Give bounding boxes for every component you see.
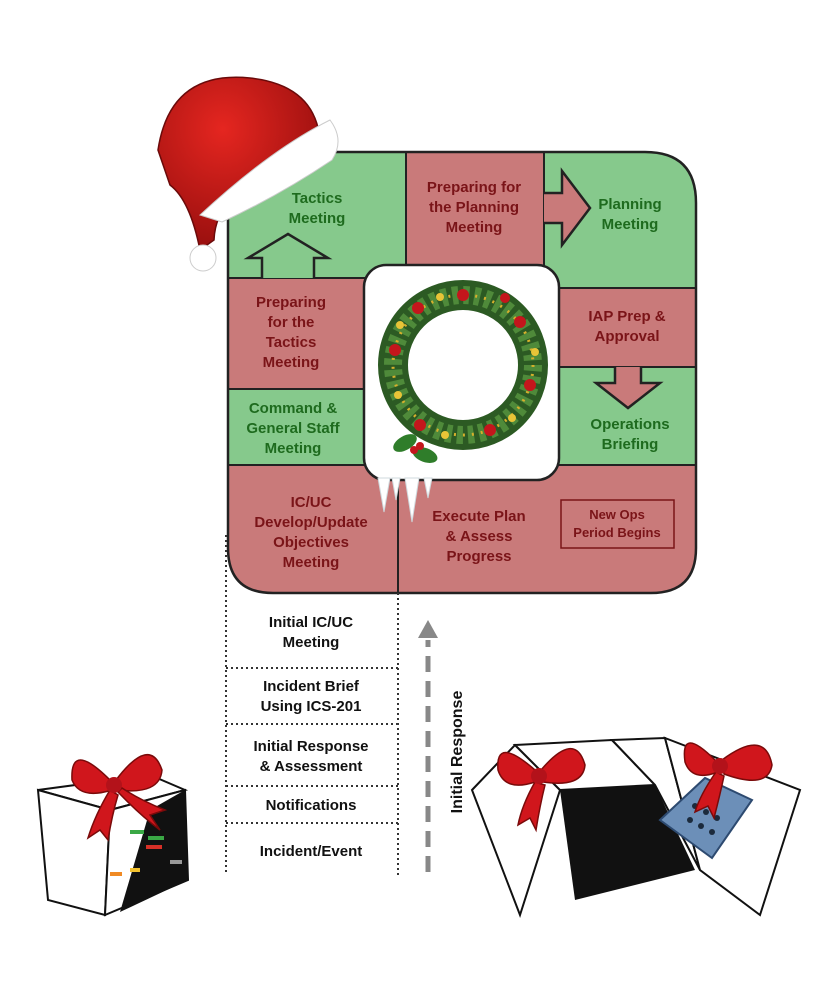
label-line: Preparing <box>256 294 326 311</box>
label-line: Operations <box>590 416 669 433</box>
label-line: Meeting <box>446 219 503 236</box>
new-ops-period-box <box>560 499 675 549</box>
label-line: Command & <box>249 400 338 417</box>
label-line: Execute Plan <box>432 508 525 525</box>
field-guide-book-icon <box>658 776 754 860</box>
right-arrow-icon <box>544 167 592 249</box>
label-line: Objectives <box>273 534 349 551</box>
up-arrow-icon <box>243 232 333 278</box>
label-line: Meeting <box>265 440 322 457</box>
gift-box-icon <box>470 736 802 919</box>
santa-hat-icon <box>157 76 339 272</box>
step-initial-meeting: Initial IC/UC Meeting <box>269 614 353 651</box>
label-line: Meeting <box>602 216 659 233</box>
label-line: Period Begins <box>573 525 660 540</box>
label-line: Develop/Update <box>254 514 367 531</box>
label-line: IC/UC <box>291 494 332 511</box>
gift-box-icon <box>36 753 190 917</box>
label-line: Tactics <box>292 190 343 207</box>
label-line: Meeting <box>289 210 346 227</box>
label-line: Initial Response <box>253 738 368 755</box>
label-line: Briefing <box>602 436 659 453</box>
label-line: Using ICS-201 <box>261 698 362 715</box>
wreath-panel <box>362 263 561 523</box>
label-line: Meeting <box>283 634 340 651</box>
step-initial-response: Initial Response & Assessment <box>253 738 368 775</box>
label-line: General Staff <box>246 420 340 437</box>
holly-icon <box>393 434 438 463</box>
label-line: Meeting <box>283 554 340 571</box>
up-arrow-icon <box>418 620 438 638</box>
label-line: Planning <box>598 196 661 213</box>
label-line: Progress <box>446 548 511 565</box>
label-line: Tactics <box>266 334 317 351</box>
label-line: Notifications <box>266 797 357 814</box>
label-line: IAP Prep & <box>588 308 665 325</box>
iap-prep-label: IAP Prep & Approval <box>588 308 665 345</box>
initial-response-ladder <box>225 535 399 875</box>
label-line: New Ops <box>589 507 645 522</box>
label-line: Incident/Event <box>260 843 363 860</box>
icicles-icon <box>377 477 433 523</box>
initial-response-label: Initial Response <box>449 691 466 814</box>
step-notifications: Notifications <box>266 797 357 814</box>
label-line: Approval <box>594 328 659 345</box>
down-arrow-icon <box>592 367 664 410</box>
label-line: the Planning <box>429 199 519 216</box>
label-line: Incident Brief <box>263 678 360 695</box>
initial-response-arrow <box>418 620 438 872</box>
label-line: Initial IC/UC <box>269 614 353 631</box>
label-line: & Assess <box>446 528 513 545</box>
planning-cycle <box>228 152 696 593</box>
label-line: Meeting <box>263 354 320 371</box>
label-line: Preparing for <box>427 179 521 196</box>
label-line: & Assessment <box>260 758 363 775</box>
step-incident-event: Incident/Event <box>260 843 363 860</box>
label-line: for the <box>268 314 315 331</box>
wreath-icon <box>378 280 548 450</box>
